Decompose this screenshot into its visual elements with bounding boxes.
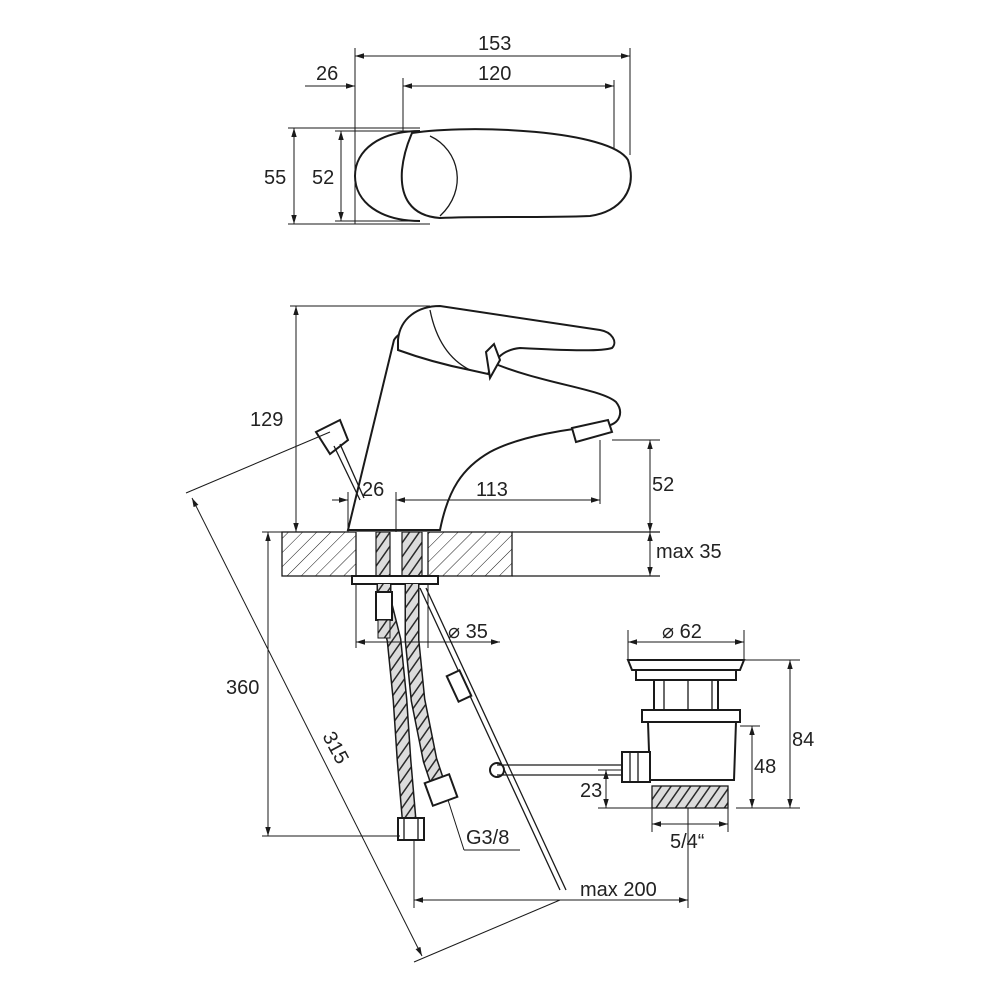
top-body-offset: 26	[316, 63, 338, 85]
side-rod-length: 315	[318, 728, 353, 768]
hose-nut-right	[423, 772, 459, 808]
waste-body-height: 48	[754, 756, 776, 778]
top-lever-length: 120	[478, 63, 511, 85]
waste-thread: 5/4“	[670, 831, 704, 853]
popup-knob	[314, 418, 350, 456]
side-height: 129	[250, 409, 283, 431]
side-connection-thread: G3/8	[466, 827, 509, 849]
waste-outlet-height: 23	[580, 780, 602, 802]
top-view-lever	[400, 128, 632, 220]
top-overall-length: 153	[478, 33, 511, 55]
waste-view: ⌀ 62 84 48 23 5/4“	[580, 621, 814, 853]
hose-nut-left	[397, 817, 425, 841]
top-inner-width: 52	[312, 167, 334, 189]
top-view-body	[353, 130, 421, 222]
waste-overall-height: 84	[792, 729, 814, 751]
side-view: 129 26 113 52 max 35 ⌀ 35 360 315 G3/8 m…	[185, 304, 722, 963]
side-hose-length: 360	[226, 677, 259, 699]
side-body-offset: 26	[362, 479, 384, 501]
pull-rod	[419, 587, 561, 891]
waste-plug-diameter: ⌀ 62	[662, 621, 702, 643]
top-outer-width: 55	[264, 167, 286, 189]
side-spout-height: 52	[652, 474, 674, 496]
side-rod-reach: max 200	[580, 879, 657, 901]
side-deck-thickness: max 35	[656, 541, 722, 563]
side-spout-reach: 113	[476, 479, 508, 501]
side-hole-diameter: ⌀ 35	[448, 621, 488, 643]
waste-plug	[626, 659, 746, 671]
waste-body	[646, 721, 738, 781]
top-view: 153 120 26 55 52	[264, 33, 632, 225]
